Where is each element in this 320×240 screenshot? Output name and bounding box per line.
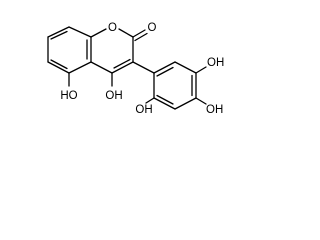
hydroxyl-aryl-4-label: OH bbox=[206, 104, 223, 116]
bond-ar4-ar5 bbox=[174, 97, 197, 110]
bond-c6-c5-double bbox=[50, 59, 68, 70]
bond-c8-c7-double bbox=[50, 30, 68, 40]
bond-c2-carbonyl bbox=[132, 29, 146, 38]
hydroxyl-aryl-2-label: OH bbox=[135, 104, 152, 116]
bond-ar5-ar6 bbox=[153, 97, 176, 110]
molecule-structure: O O HO OH OH OH OH bbox=[47, 22, 224, 116]
bond-o1-c2 bbox=[118, 28, 134, 38]
bond-c8a-c8 bbox=[68, 26, 92, 38]
bond-ar5-ar6-double bbox=[156, 94, 174, 105]
bond-ar6-oh bbox=[145, 97, 155, 104]
structure-canvas: O O HO OH OH OH OH bbox=[0, 0, 230, 125]
bond-ar4-oh bbox=[195, 97, 207, 105]
hydroxyl-aryl-5-label: OH bbox=[207, 57, 224, 69]
bond-c4-c4a bbox=[90, 61, 113, 74]
bond-c2-carbonyl-double bbox=[134, 32, 148, 42]
bond-ar1-ar2 bbox=[153, 61, 176, 74]
hydroxyl-c5-label: HO bbox=[60, 90, 77, 102]
bond-ar2-ar3 bbox=[174, 61, 197, 74]
bond-c3-c4-double bbox=[113, 58, 131, 69]
bond-c8a-o1 bbox=[90, 28, 107, 38]
bond-c3-aryl bbox=[132, 61, 155, 74]
hydroxyl-c4-label: OH bbox=[105, 90, 122, 102]
bond-c6-c5 bbox=[47, 61, 70, 74]
bond-c8-c7 bbox=[47, 26, 70, 38]
bond-ar1-ar2-double bbox=[156, 66, 174, 77]
bond-ar3-oh bbox=[195, 66, 207, 74]
carbonyl-oxygen-label: O bbox=[148, 22, 157, 34]
bond-c5-c4a bbox=[68, 61, 92, 74]
bond-c3-c4 bbox=[111, 61, 134, 74]
ring-oxygen-label: O bbox=[108, 22, 117, 34]
